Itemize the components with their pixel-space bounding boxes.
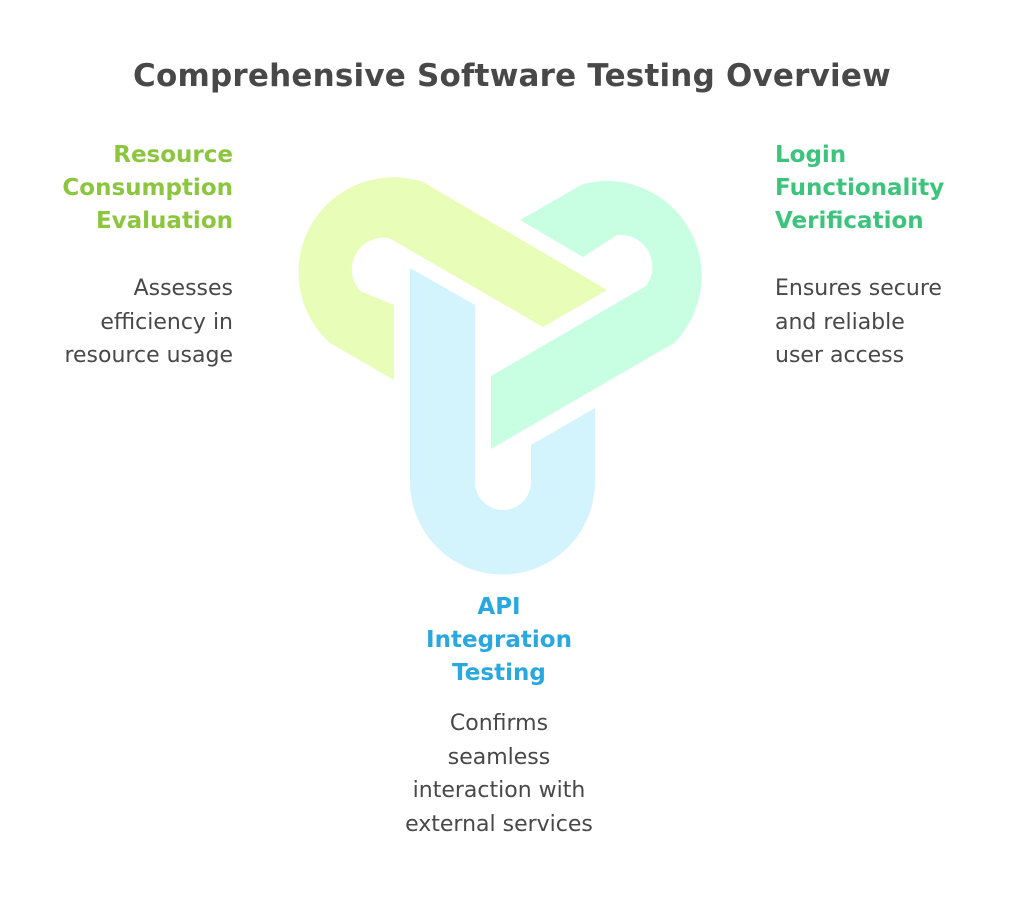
diagram-title: Comprehensive Software Testing Overview: [133, 58, 891, 94]
api-description: Confirms seamless interaction with exter…: [362, 707, 636, 841]
login-heading-line: Verification: [775, 208, 924, 234]
login-description: Ensures secure and reliable user access: [775, 272, 1015, 373]
login-description-line: and reliable: [775, 309, 905, 335]
api-heading: API Integration Testing: [372, 591, 626, 690]
resource-description-line: resource usage: [64, 343, 233, 368]
resource-link-shape: [298, 177, 607, 380]
resource-description: Assesses efficiency in resource usage: [20, 272, 233, 373]
resource-description-line: efficiency in: [100, 309, 233, 335]
login-description-line: Ensures secure: [775, 276, 942, 301]
login-link-shape: [491, 181, 702, 449]
resource-heading-line: Evaluation: [95, 208, 233, 234]
api-heading-line: Integration: [426, 627, 572, 653]
api-description-line: external services: [405, 811, 593, 837]
api-heading-line: API: [477, 594, 521, 620]
api-link-shape: [410, 268, 595, 575]
login-heading-line: Login: [775, 142, 847, 168]
login-heading: Login Functionality Verification: [775, 139, 1015, 238]
resource-heading-line: Consumption: [62, 175, 233, 201]
resource-heading: Resource Consumption Evaluation: [20, 139, 233, 238]
api-heading-line: Testing: [452, 660, 546, 686]
api-description-line: interaction with: [412, 778, 586, 803]
login-heading-line: Functionality: [775, 175, 945, 201]
login-description-line: user access: [775, 343, 905, 368]
resource-heading-line: Resource: [113, 142, 233, 168]
api-description-line: seamless: [447, 744, 551, 770]
resource-description-line: Assesses: [133, 276, 233, 301]
api-description-line: Confirms: [449, 711, 549, 736]
